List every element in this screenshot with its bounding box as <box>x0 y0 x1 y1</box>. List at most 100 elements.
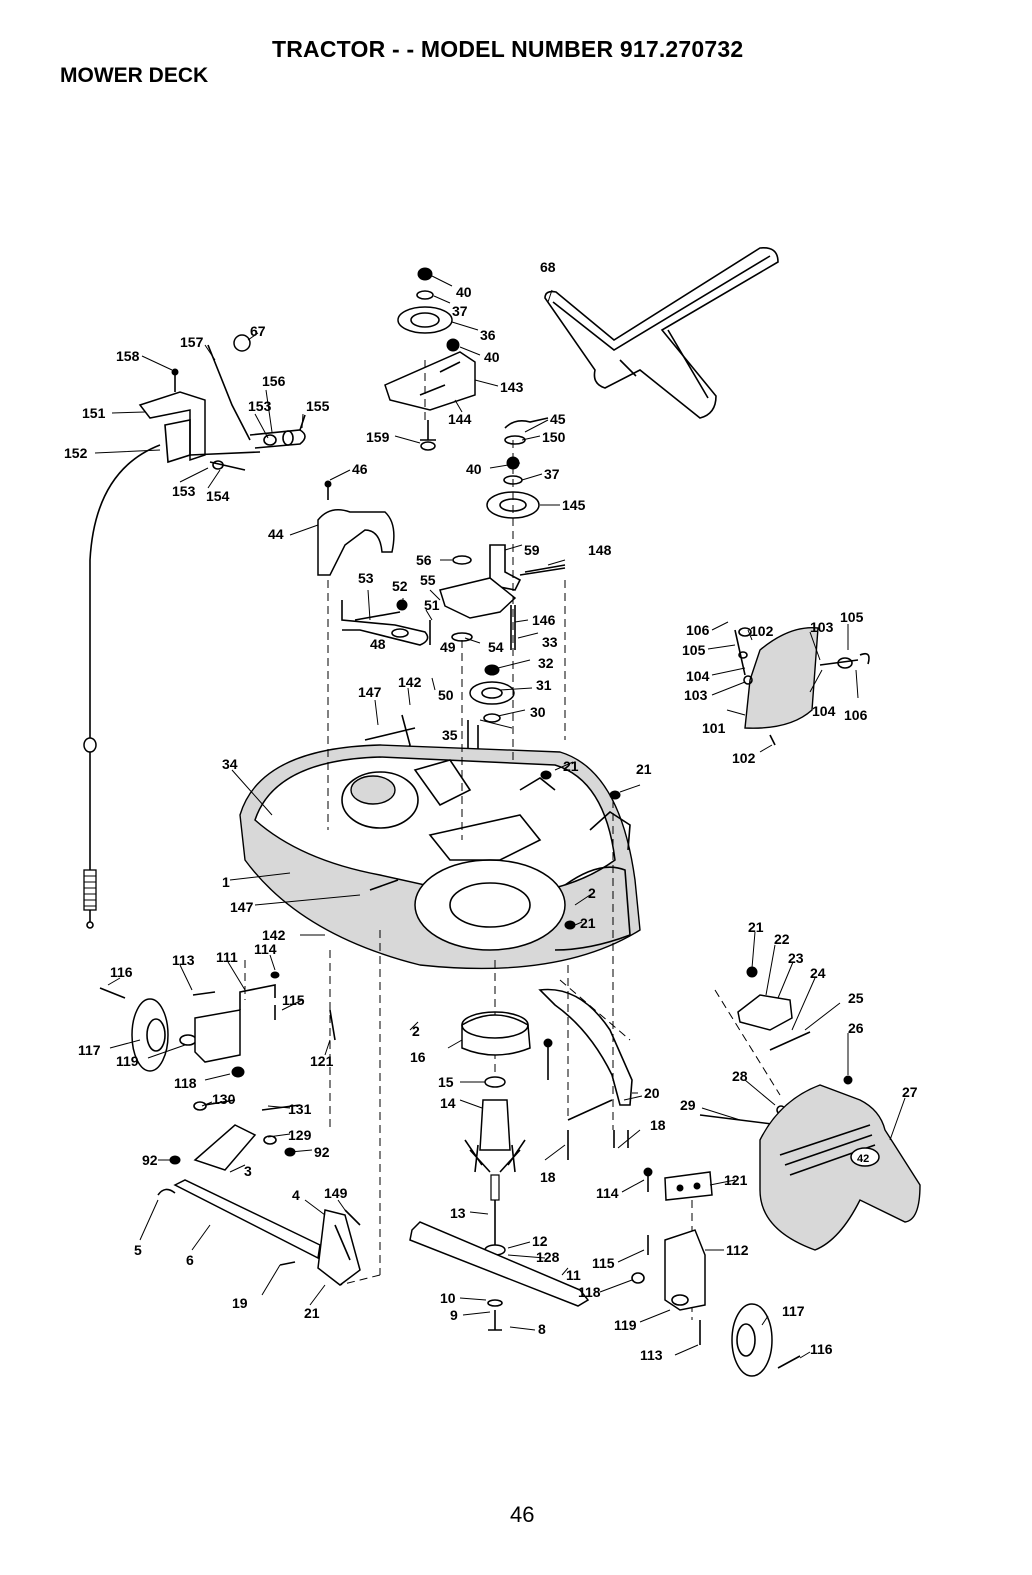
left-gauge-wheel-assembly <box>99 971 336 1078</box>
callout-103: 103 <box>810 619 834 635</box>
callout-144: 144 <box>448 411 472 427</box>
callout-146: 146 <box>532 612 556 628</box>
callout-31: 31 <box>536 677 552 693</box>
callout-156: 156 <box>262 373 286 389</box>
callout-8: 8 <box>538 1321 546 1337</box>
callout-92: 92 <box>142 1152 158 1168</box>
callout-12: 12 <box>532 1233 548 1249</box>
callout-40: 40 <box>456 284 472 300</box>
callout-104: 104 <box>686 668 710 684</box>
height-adjust-control <box>138 334 306 471</box>
callout-114: 114 <box>254 941 277 957</box>
callout-20: 20 <box>644 1085 660 1101</box>
drive-pulley <box>467 664 515 760</box>
callout-114: 114 <box>596 1185 619 1201</box>
callout-40: 40 <box>484 349 500 365</box>
callout-149: 149 <box>324 1185 348 1201</box>
callout-25: 25 <box>848 990 864 1006</box>
callout-52: 52 <box>392 578 408 594</box>
callout-21: 21 <box>636 761 652 777</box>
callout-6: 6 <box>186 1252 194 1268</box>
belt-guard <box>317 480 395 576</box>
callout-119: 119 <box>614 1317 637 1333</box>
callout-119: 119 <box>116 1053 139 1069</box>
callout-113: 113 <box>172 952 195 968</box>
callout-56: 56 <box>416 552 432 568</box>
callout-27: 27 <box>902 1084 918 1100</box>
callout-54: 54 <box>488 639 504 655</box>
callout-106: 106 <box>686 622 710 638</box>
assembly-guide-lines <box>244 360 781 1320</box>
page-title: TRACTOR - - MODEL NUMBER 917.270732 <box>272 36 744 62</box>
callout-16: 16 <box>410 1049 426 1065</box>
callout-33: 33 <box>542 634 558 650</box>
idler-pulley-assembly <box>384 267 476 451</box>
callout-22: 22 <box>774 931 790 947</box>
callout-11: 11 <box>566 1267 581 1283</box>
callout-145: 145 <box>562 497 586 513</box>
callout-46: 46 <box>352 461 368 477</box>
callout-23: 23 <box>788 950 804 966</box>
callout-21: 21 <box>304 1305 320 1321</box>
callout-118: 118 <box>578 1284 601 1300</box>
callout-24: 24 <box>810 965 826 981</box>
callout-32: 32 <box>538 655 554 671</box>
front-hitch-assembly <box>157 1099 361 1286</box>
callout-105: 105 <box>840 609 864 625</box>
callout-115: 115 <box>592 1255 615 1271</box>
mandrel-pulley-stack <box>486 417 549 519</box>
callout-116: 116 <box>810 1341 833 1357</box>
callout-151: 151 <box>82 405 106 421</box>
callout-148: 148 <box>588 542 612 558</box>
callout-labels: 40 37 36 40 143 144 45 150 159 40 37 145… <box>64 259 918 1363</box>
callout-26: 26 <box>848 1020 864 1036</box>
callout-101: 101 <box>702 720 726 736</box>
callout-102: 102 <box>750 623 774 639</box>
callout-113: 113 <box>640 1347 663 1363</box>
callout-40: 40 <box>466 461 482 477</box>
callout-37: 37 <box>544 466 560 482</box>
callout-142: 142 <box>398 674 422 690</box>
deck-baffle <box>538 988 633 1160</box>
callout-117: 117 <box>78 1042 101 1058</box>
callout-34: 34 <box>222 756 238 772</box>
callout-102: 102 <box>732 750 756 766</box>
page-number: 46 <box>510 1502 535 1527</box>
callout-15: 15 <box>438 1074 454 1090</box>
callout-37: 37 <box>452 303 468 319</box>
callout-53: 53 <box>358 570 374 586</box>
callout-5: 5 <box>134 1242 142 1258</box>
callout-36: 36 <box>480 327 496 343</box>
callout-4: 4 <box>292 1187 300 1203</box>
idler-bracket-assembly <box>341 544 566 650</box>
callout-44: 44 <box>268 526 284 542</box>
callout-18: 18 <box>650 1117 666 1133</box>
callout-115: 115 <box>282 992 305 1008</box>
deflector-chute <box>734 626 870 746</box>
deck-size-badge: 42 <box>857 1153 869 1165</box>
callout-142: 142 <box>262 927 286 943</box>
callout-35: 35 <box>442 727 458 743</box>
callout-21: 21 <box>563 758 579 774</box>
callout-158: 158 <box>116 348 140 364</box>
callout-48: 48 <box>370 636 386 652</box>
callout-116: 116 <box>110 964 133 980</box>
callout-29: 29 <box>680 1097 696 1113</box>
callout-147: 147 <box>358 684 382 700</box>
callout-2: 2 <box>588 885 596 901</box>
callout-55: 55 <box>420 572 436 588</box>
callout-153: 153 <box>248 398 272 414</box>
callout-68: 68 <box>540 259 556 275</box>
callout-92: 92 <box>314 1144 330 1160</box>
drive-belt <box>544 246 779 419</box>
callout-111: 111 <box>216 949 238 965</box>
callout-155: 155 <box>306 398 330 414</box>
callout-2: 2 <box>412 1023 420 1039</box>
callout-28: 28 <box>732 1068 748 1084</box>
callout-50: 50 <box>438 687 454 703</box>
mower-deck-housing <box>239 744 641 970</box>
callout-153: 153 <box>172 483 196 499</box>
callout-106: 106 <box>844 707 868 723</box>
callout-147: 147 <box>230 899 254 915</box>
callout-157: 157 <box>180 334 204 350</box>
